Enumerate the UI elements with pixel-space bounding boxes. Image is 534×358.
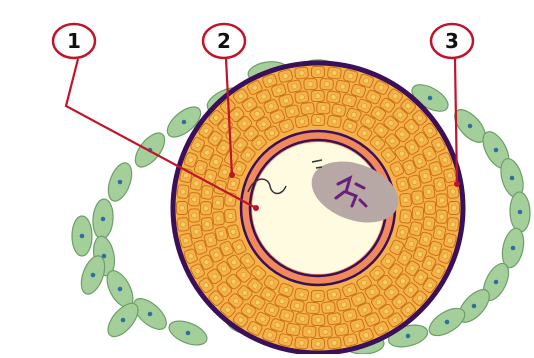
granulosa-cell-icon bbox=[400, 209, 412, 223]
callout-label-3: 3 bbox=[445, 29, 459, 53]
callout-granulosa-cells: 3 bbox=[431, 24, 473, 58]
callout-markers: 1 2 3 bbox=[53, 24, 473, 58]
granulosa-cell-icon bbox=[327, 288, 342, 301]
granulosa-cell-icon bbox=[436, 194, 448, 208]
callout-label-1: 1 bbox=[67, 29, 81, 53]
granulosa-cell-icon bbox=[400, 193, 412, 207]
theca-cell-icon bbox=[104, 160, 136, 204]
granulosa-cell-icon bbox=[335, 80, 350, 93]
granulosa-cell-icon bbox=[295, 115, 310, 128]
granulosa-cell-icon bbox=[177, 202, 188, 215]
granulosa-cell-icon bbox=[287, 80, 302, 93]
granulosa-cell-icon bbox=[412, 207, 424, 221]
granulosa-cell-icon bbox=[433, 225, 446, 240]
theca-cell-icon bbox=[509, 192, 530, 233]
granulosa-cell-icon bbox=[411, 191, 423, 205]
leader-endpoint-3 bbox=[454, 181, 460, 187]
granulosa-cell-icon bbox=[179, 233, 193, 248]
theca-cell-icon bbox=[166, 316, 211, 350]
granulosa-cell-icon bbox=[302, 326, 316, 338]
granulosa-cell-icon bbox=[177, 184, 189, 198]
callout-label-2: 2 bbox=[217, 29, 231, 53]
granulosa-cell-icon bbox=[424, 201, 435, 214]
leader-endpoint-1 bbox=[253, 205, 259, 211]
granulosa-cell-icon bbox=[317, 102, 331, 114]
granulosa-cell-icon bbox=[443, 233, 457, 248]
granulosa-cell-icon bbox=[326, 91, 340, 104]
granulosa-cell-icon bbox=[200, 202, 211, 215]
granulosa-cell-icon bbox=[433, 177, 446, 192]
granulosa-cell-icon bbox=[294, 67, 308, 79]
granulosa-cell-icon bbox=[334, 323, 349, 336]
granulosa-cell-icon bbox=[311, 90, 324, 101]
granulosa-cell-icon bbox=[224, 209, 236, 223]
granulosa-cell-icon bbox=[422, 185, 435, 199]
granulosa-cell-icon bbox=[409, 221, 422, 236]
granulosa-cell-icon bbox=[212, 211, 224, 225]
granulosa-cell-icon bbox=[423, 216, 436, 230]
granulosa-cell-icon bbox=[290, 299, 305, 312]
granulosa-cell-icon bbox=[321, 301, 335, 313]
granulosa-cell-icon bbox=[212, 196, 224, 210]
callout-zona-pellucida: 2 bbox=[203, 24, 245, 58]
granulosa-cell-icon bbox=[319, 326, 333, 338]
granulosa-cell-icon bbox=[312, 339, 325, 350]
granulosa-cell-icon bbox=[449, 202, 460, 215]
granulosa-cell-icon bbox=[278, 69, 293, 83]
granulosa-cell-icon bbox=[327, 337, 341, 349]
callout-ooplasm: 1 bbox=[53, 24, 95, 58]
granulosa-cell-icon bbox=[190, 224, 203, 239]
granulosa-cell-icon bbox=[201, 185, 214, 199]
granulosa-cell-icon bbox=[295, 313, 309, 326]
granulosa-cell-icon bbox=[188, 209, 200, 223]
granulosa-cell-icon bbox=[311, 290, 324, 301]
granulosa-cell-icon bbox=[312, 314, 325, 325]
granulosa-cell-icon bbox=[327, 312, 341, 325]
granulosa-cell-icon bbox=[294, 288, 309, 301]
granulosa-cell-icon bbox=[327, 67, 341, 79]
granulosa-cell-icon bbox=[201, 217, 214, 231]
granulosa-cell-icon bbox=[343, 69, 358, 83]
granulosa-cell-icon bbox=[331, 103, 346, 116]
granulosa-cell-icon bbox=[286, 323, 301, 336]
granulosa-cell-icon bbox=[436, 210, 448, 224]
granulosa-cell-icon bbox=[447, 217, 459, 231]
theca-cell-icon bbox=[72, 216, 92, 256]
granulosa-cell-icon bbox=[188, 192, 200, 206]
granulosa-cell-icon bbox=[278, 333, 293, 347]
granulosa-cell-icon bbox=[312, 114, 325, 125]
granulosa-cell-icon bbox=[312, 67, 325, 78]
theca-cell-icon bbox=[92, 198, 115, 239]
granulosa-cell-icon bbox=[343, 333, 358, 347]
granulosa-cell-icon bbox=[306, 302, 320, 314]
granulosa-cell-icon bbox=[294, 337, 308, 349]
granulosa-cell-icon bbox=[304, 78, 318, 90]
granulosa-cell-icon bbox=[295, 91, 309, 104]
granulosa-cell-icon bbox=[177, 217, 189, 231]
granulosa-cell-icon bbox=[301, 102, 315, 114]
granulosa-cell-icon bbox=[320, 78, 334, 90]
granulosa-cell-icon bbox=[327, 115, 342, 128]
leader-endpoint-2 bbox=[229, 172, 235, 178]
granulosa-cell-icon bbox=[443, 168, 457, 183]
